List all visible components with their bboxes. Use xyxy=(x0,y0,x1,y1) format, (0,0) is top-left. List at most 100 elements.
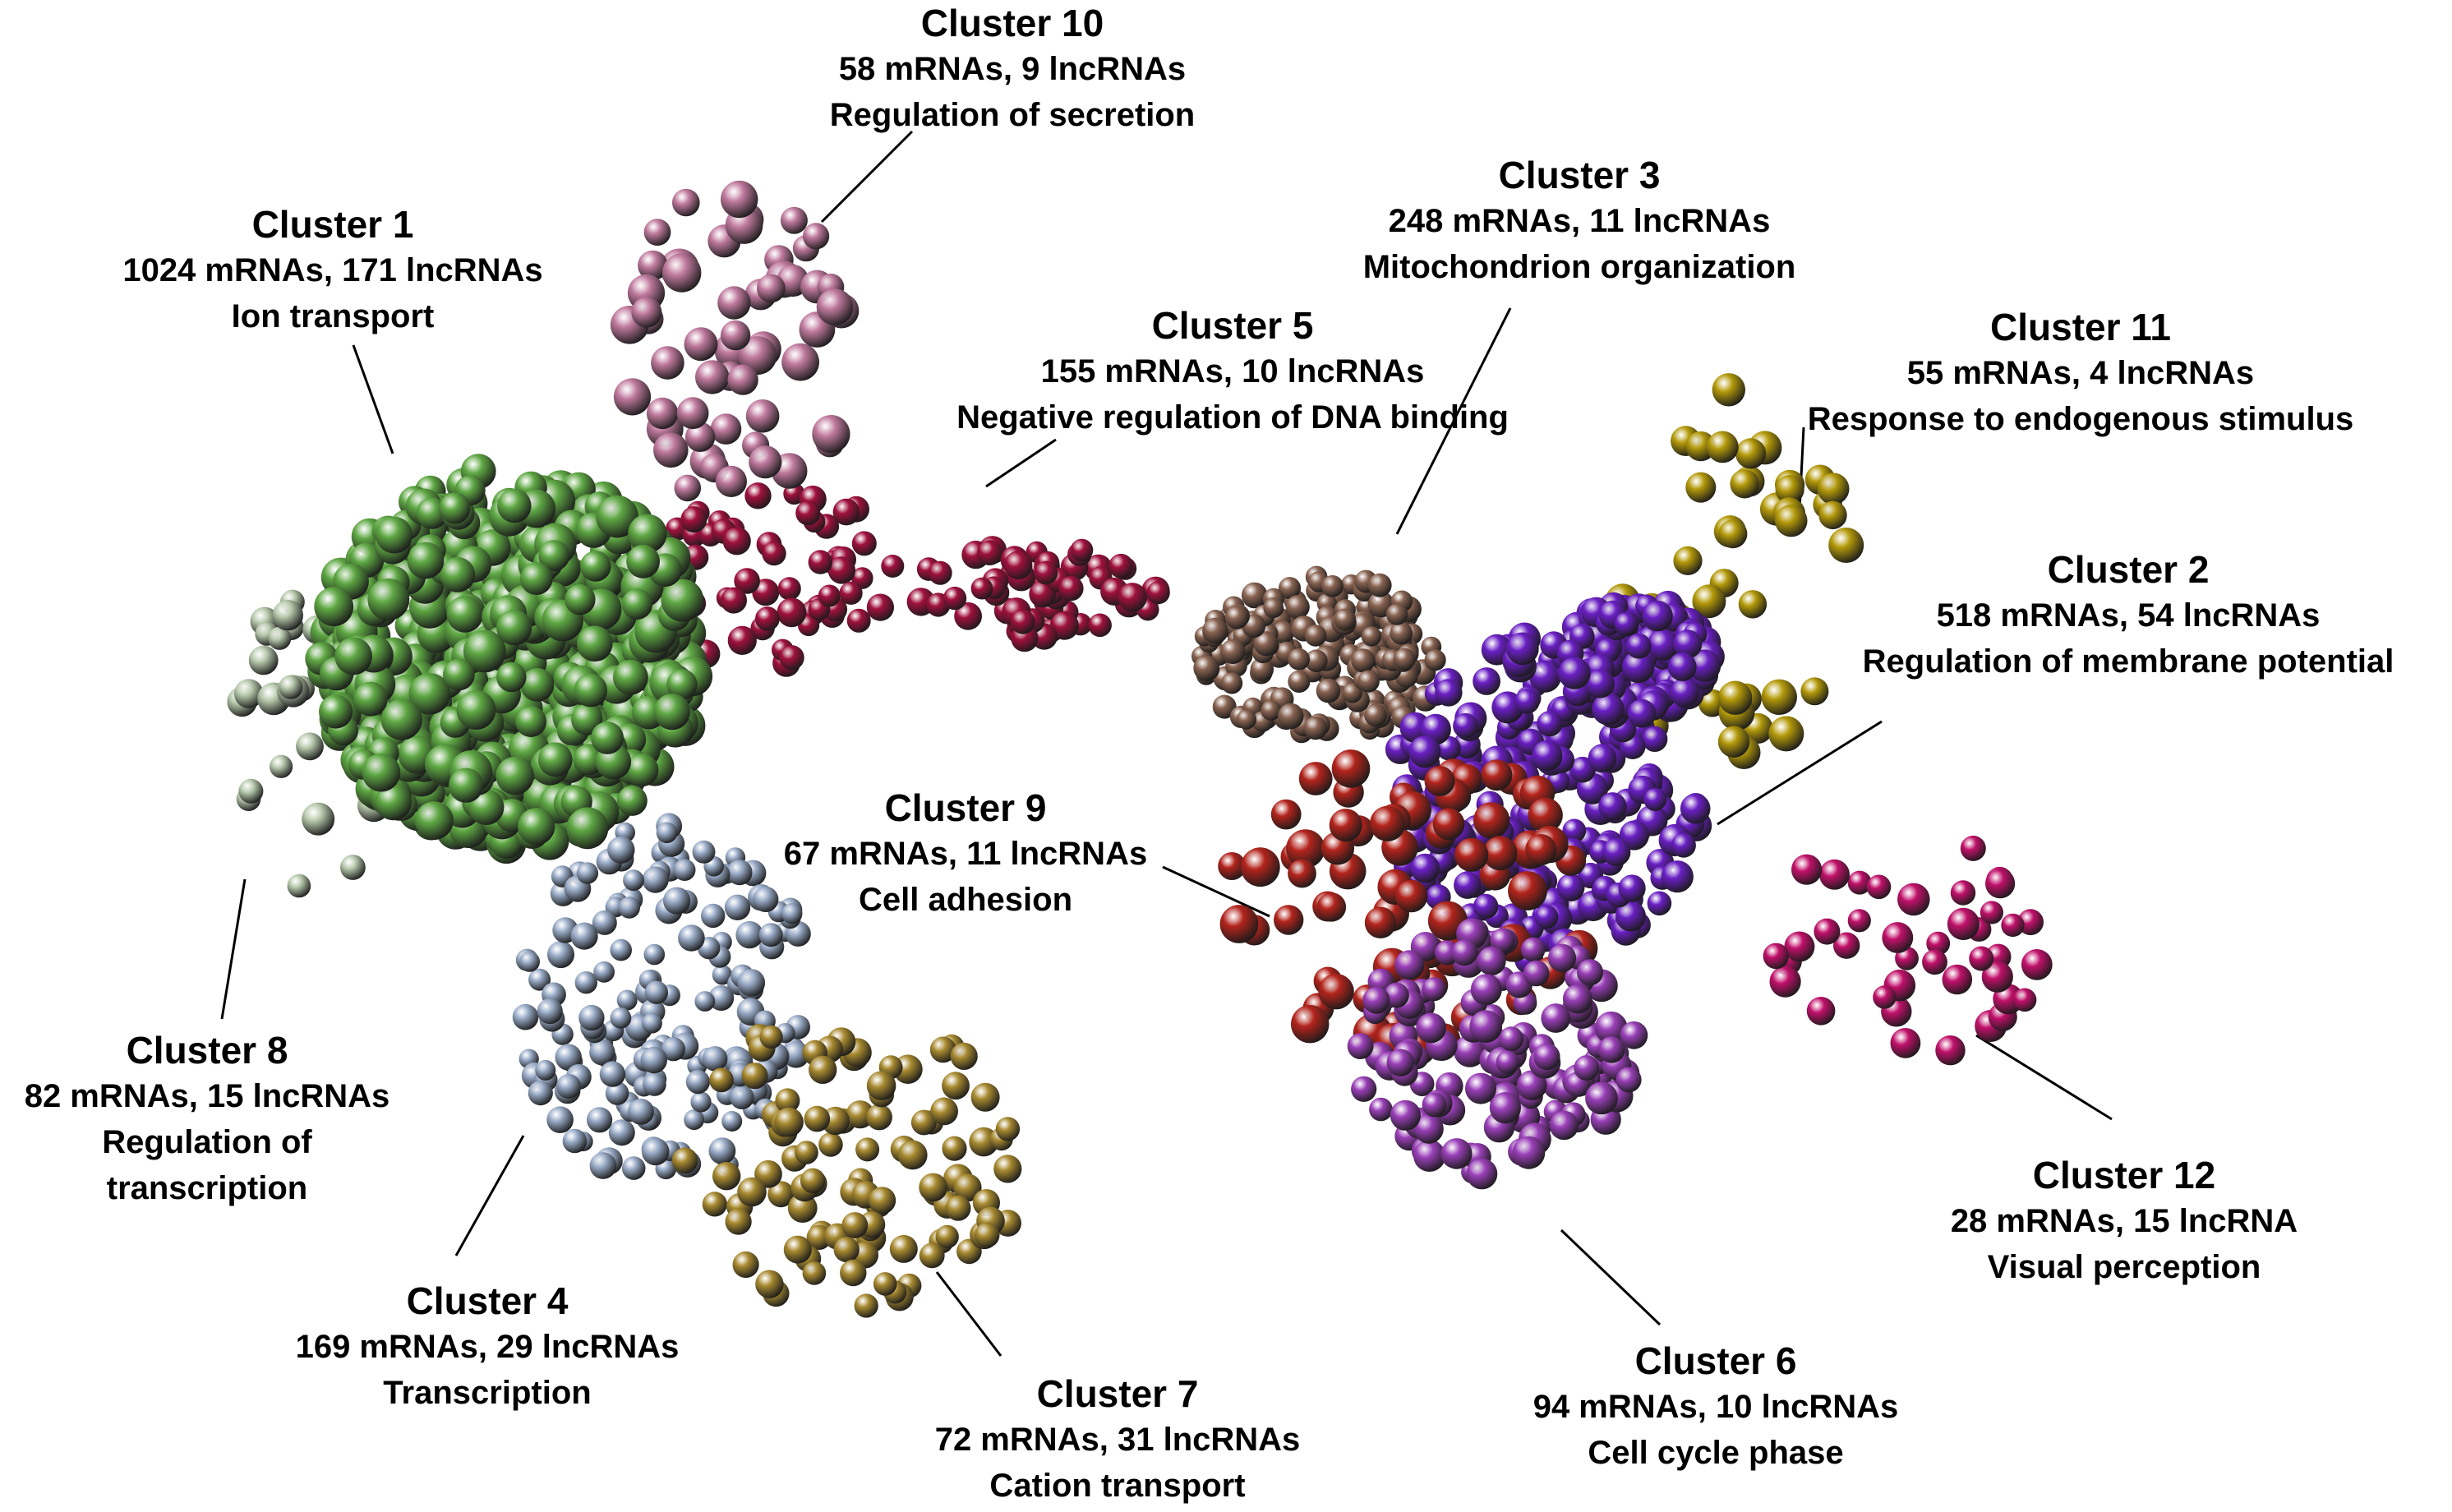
c4-node xyxy=(685,1070,711,1095)
c7-node xyxy=(795,1141,818,1164)
c7-node xyxy=(995,1117,1021,1141)
c1-node xyxy=(496,610,532,646)
c10-node xyxy=(812,414,850,454)
c3-counts: 248 mRNAs, 11 lncRNAs xyxy=(1388,203,1771,239)
c7-node xyxy=(802,1261,827,1285)
c7-node xyxy=(833,1237,860,1263)
c2-node xyxy=(1585,669,1615,698)
c3-node xyxy=(1316,678,1341,703)
c9-node xyxy=(1318,974,1354,1010)
c7-node xyxy=(809,1055,837,1085)
c4-node xyxy=(556,1074,581,1099)
c3-node xyxy=(1224,606,1249,629)
c8-node xyxy=(296,732,324,761)
c5-node xyxy=(954,602,982,630)
c1-name: Cluster 1 xyxy=(251,203,414,246)
c9-node xyxy=(1218,852,1247,880)
c6-node xyxy=(1465,1072,1496,1104)
c12-node xyxy=(1969,946,1994,971)
c2-node xyxy=(1473,667,1500,695)
leader-lines xyxy=(220,130,2113,1357)
c4-node xyxy=(512,1003,539,1030)
c6-node xyxy=(1470,974,1502,1006)
c5-node xyxy=(839,581,863,605)
c4-node xyxy=(589,1152,617,1179)
c4-node xyxy=(753,886,779,912)
c5-node xyxy=(727,625,757,656)
c1-node xyxy=(446,596,484,633)
c12-node xyxy=(1866,874,1892,900)
c11-node xyxy=(1800,677,1829,706)
c7-node xyxy=(945,1195,971,1221)
c5-node xyxy=(970,577,993,600)
c5-node xyxy=(762,541,786,566)
c2-node xyxy=(1680,793,1711,824)
c4-node xyxy=(628,1099,654,1125)
c4-node xyxy=(528,1081,553,1106)
c10-node xyxy=(781,343,819,381)
c5-node xyxy=(1108,553,1134,579)
c2-node xyxy=(1614,611,1639,636)
c4-node xyxy=(644,980,669,1005)
c3-node xyxy=(1278,577,1302,600)
c10-node xyxy=(638,250,668,281)
c4-node xyxy=(663,887,691,915)
c3-node xyxy=(1193,655,1219,681)
c5-term: Negative regulation of DNA binding xyxy=(956,399,1509,436)
c7-node xyxy=(725,1208,752,1235)
c3-node xyxy=(1334,608,1357,631)
leader-line xyxy=(352,344,394,454)
c10-node xyxy=(684,327,718,362)
c3-node xyxy=(1221,672,1243,694)
c12-term: Visual perception xyxy=(1987,1249,2261,1285)
c1-node xyxy=(353,681,388,717)
c7-node xyxy=(709,1067,734,1093)
c12-node xyxy=(1819,859,1850,890)
c7-node xyxy=(804,1105,831,1132)
leader-line xyxy=(220,878,247,1020)
c1-node xyxy=(376,516,413,554)
c4-node xyxy=(592,910,617,935)
c12-node xyxy=(1947,907,1980,940)
c10-term: Regulation of secretion xyxy=(829,97,1196,133)
c10-node xyxy=(613,378,652,416)
c10-node xyxy=(738,336,777,376)
c7-node xyxy=(840,1259,867,1287)
c8-node xyxy=(238,778,264,804)
c4-node xyxy=(574,971,597,994)
c6-node xyxy=(1451,939,1478,966)
c3-node xyxy=(1390,621,1413,645)
c4-node xyxy=(578,1004,605,1031)
c10-node xyxy=(727,364,758,395)
c5-node xyxy=(744,482,772,509)
c7-node xyxy=(953,1173,982,1202)
c5-node xyxy=(866,593,894,621)
c11-term: Response to endogenous stimulus xyxy=(1807,401,2354,437)
c10-node xyxy=(717,286,751,320)
c12-node xyxy=(1985,869,2016,899)
c5-node xyxy=(832,498,860,526)
c1-node xyxy=(414,801,454,840)
c7-node xyxy=(919,1242,945,1269)
c5-node xyxy=(779,645,804,671)
c1-node xyxy=(565,583,596,615)
c6-node xyxy=(1477,946,1506,975)
c1-node xyxy=(591,721,624,754)
c1-node xyxy=(577,625,613,662)
c1-node xyxy=(628,514,667,553)
c4-node xyxy=(758,923,783,947)
c4-node xyxy=(605,1081,629,1105)
c6-node xyxy=(1413,1113,1444,1144)
c10-node xyxy=(749,445,782,479)
c9-counts: 67 mRNAs, 11 lncRNAs xyxy=(783,836,1148,872)
c4-node xyxy=(642,866,669,893)
c6-node xyxy=(1489,1092,1521,1124)
c7-node xyxy=(737,1177,767,1207)
c9-node xyxy=(1286,829,1325,869)
c1-node xyxy=(625,753,659,787)
c12-node xyxy=(1980,901,2003,924)
c6-node xyxy=(1574,1055,1600,1081)
